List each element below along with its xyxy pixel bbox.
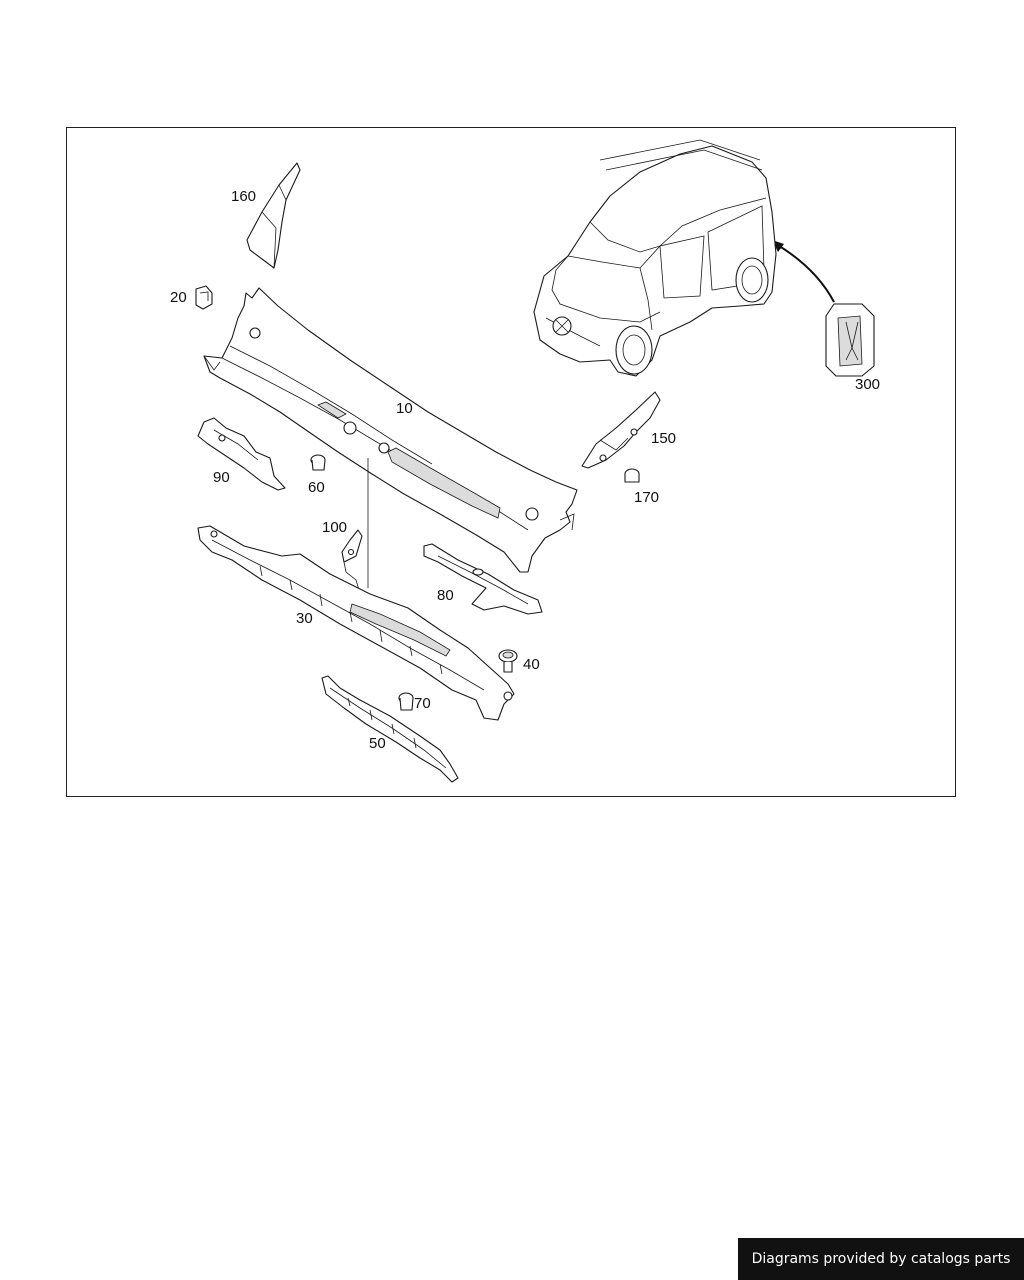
callout-70[interactable]: 70 [414, 695, 431, 712]
part-90[interactable] [197, 417, 286, 491]
part-70[interactable] [398, 692, 414, 711]
callout-160[interactable]: 160 [231, 188, 256, 205]
callout-10[interactable]: 10 [396, 400, 413, 417]
credit-banner: Diagrams provided by catalogs parts [738, 1238, 1024, 1280]
callout-30[interactable]: 30 [296, 610, 313, 627]
part-50[interactable] [321, 675, 459, 783]
part-80[interactable] [423, 543, 543, 615]
callout-40[interactable]: 40 [523, 656, 540, 673]
callout-80[interactable]: 80 [437, 587, 454, 604]
callout-90[interactable]: 90 [213, 469, 230, 486]
vehicle-illustration [533, 139, 777, 377]
part-10[interactable] [203, 287, 578, 588]
part-150[interactable] [581, 391, 661, 469]
part-160[interactable] [246, 162, 301, 269]
callout-300[interactable]: 300 [855, 376, 880, 393]
callout-170[interactable]: 170 [634, 489, 659, 506]
callout-60[interactable]: 60 [308, 479, 325, 496]
part-170[interactable] [624, 468, 640, 483]
callout-50[interactable]: 50 [369, 735, 386, 752]
callout-100[interactable]: 100 [322, 519, 347, 536]
callout-20[interactable]: 20 [170, 289, 187, 306]
part-30[interactable] [197, 525, 515, 721]
callout-150[interactable]: 150 [651, 430, 676, 447]
part-300[interactable] [772, 240, 875, 377]
part-60[interactable] [310, 454, 326, 471]
part-20[interactable] [195, 285, 213, 310]
part-40[interactable] [498, 649, 518, 673]
